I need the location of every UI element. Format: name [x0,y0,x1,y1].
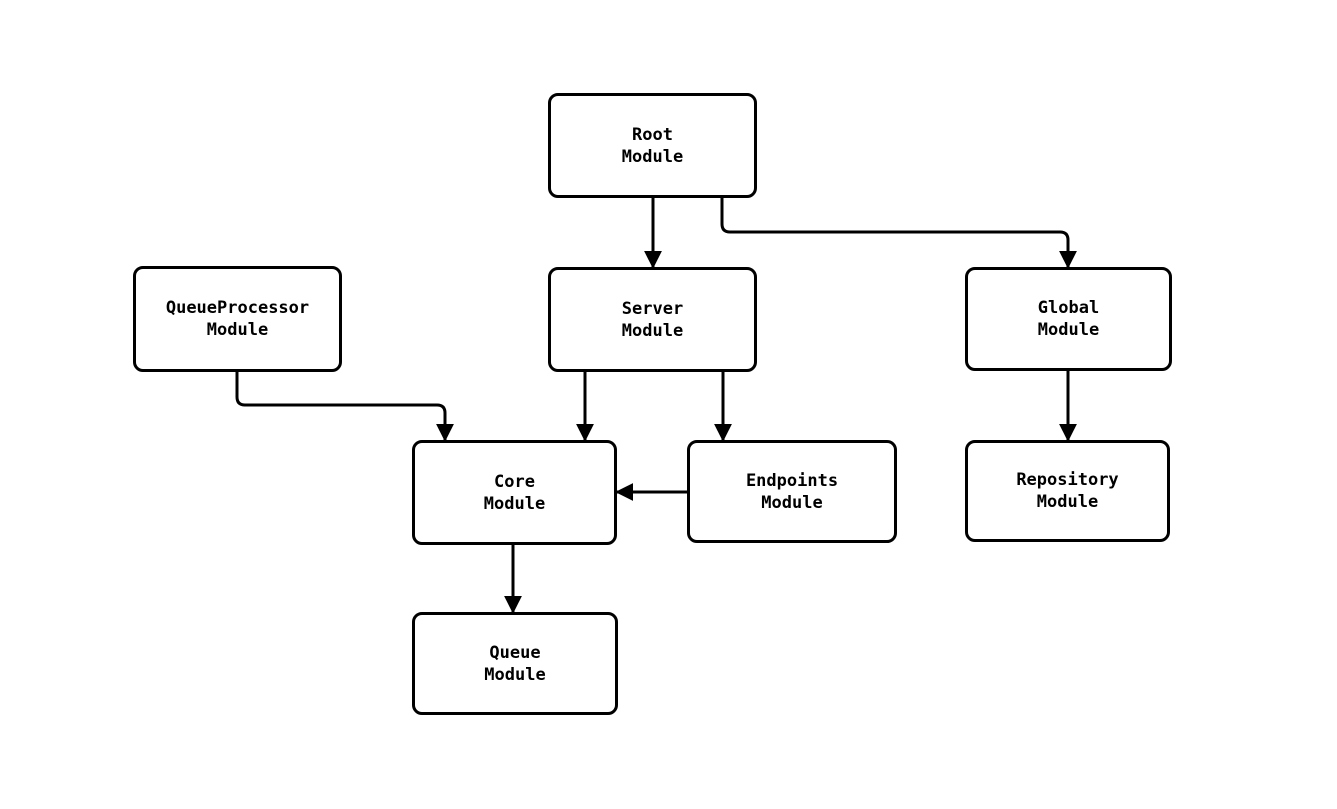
node-core: Core Module [412,440,617,545]
node-label: Server Module [621,298,684,341]
node-label: Endpoints Module [745,470,839,513]
node-queue: Queue Module [412,612,618,715]
node-label: Root Module [621,124,684,167]
node-global: Global Module [965,267,1172,371]
node-label: Core Module [483,471,546,514]
node-repository: Repository Module [965,440,1170,542]
node-label: Global Module [1037,298,1100,340]
edge-root-to-global [720,198,1077,269]
node-server: Server Module [548,267,757,372]
node-label: Queue Module [484,642,546,685]
edges-group [235,198,1077,614]
node-endpoints: Endpoints Module [687,440,897,543]
node-root: Root Module [548,93,757,198]
edge-queue-processor-to-core [235,372,454,442]
node-queue-processor: QueueProcessor Module [133,266,342,372]
node-label: QueueProcessor Module [165,298,310,340]
node-label: Repository Module [1016,470,1119,512]
